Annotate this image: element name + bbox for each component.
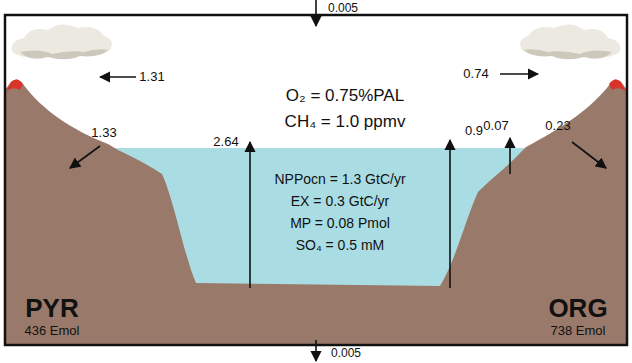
atmosphere-value: O₂ = 0.75%PAL — [286, 87, 404, 106]
flux-value: 2.64 — [213, 135, 238, 149]
reservoir-name: PYR — [25, 294, 78, 323]
flux-value: 0.07 — [483, 119, 508, 133]
ocean-value: MP = 0.08 Pmol — [290, 216, 390, 231]
reservoir-name: ORG — [548, 294, 607, 323]
frame — [5, 15, 627, 345]
flux-value: 1.31 — [139, 70, 164, 84]
sky — [5, 15, 627, 345]
flux-value: 0.9 — [465, 124, 483, 138]
cloud — [520, 24, 620, 59]
volcano — [6, 79, 23, 91]
reservoir-size: 738 Emol — [551, 324, 606, 338]
volcano — [609, 79, 626, 91]
cloud — [12, 24, 112, 59]
flux-value: 0.74 — [463, 67, 488, 81]
flux-value: 0.005 — [328, 2, 358, 15]
ocean-value: EX = 0.3 GtC/yr — [291, 194, 389, 209]
flux-value: 0.23 — [545, 119, 570, 133]
ocean-value: NPPocn = 1.3 GtC/yr — [274, 172, 405, 187]
flux-value: 0.005 — [331, 347, 361, 360]
atmosphere-value: CH₄ = 1.0 ppmv — [285, 113, 406, 132]
flux-arrow — [70, 0, 606, 361]
ocean-value: SO₄ = 0.5 mM — [296, 238, 385, 253]
ground — [5, 79, 627, 345]
flux-value: 1.33 — [91, 126, 116, 140]
reservoir-size: 436 Emol — [25, 324, 80, 338]
